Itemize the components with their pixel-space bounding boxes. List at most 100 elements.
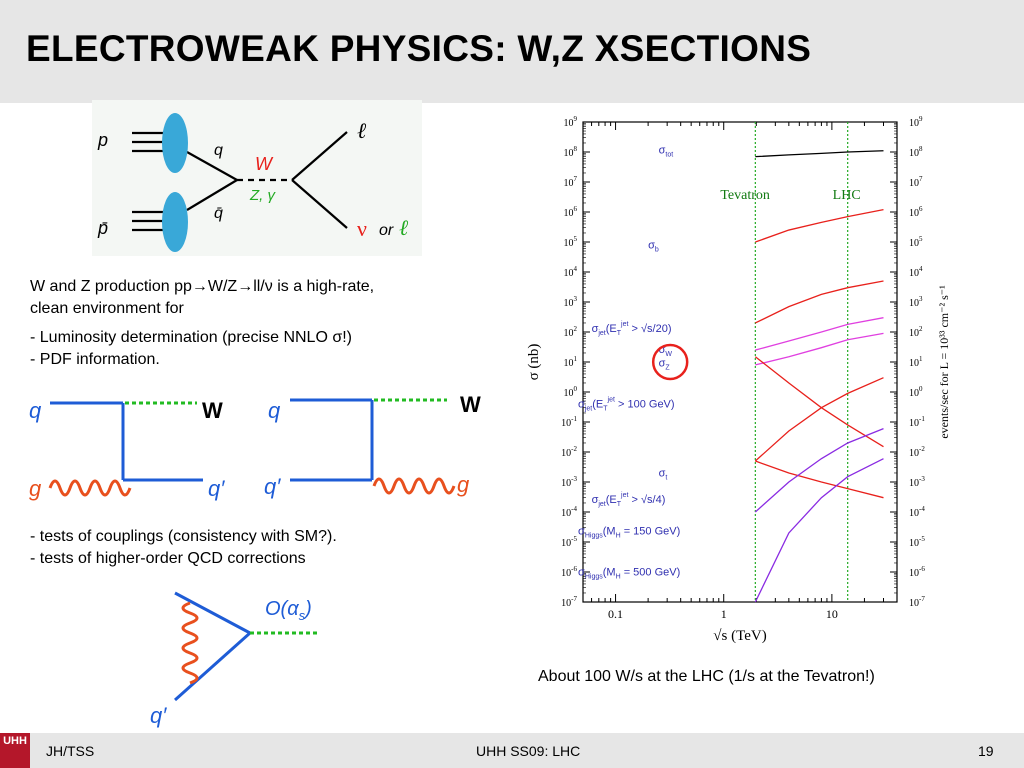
feynman-diagram-qg-1: q W g q′ xyxy=(29,398,225,501)
x-axis-label: √s (TeV) xyxy=(713,628,766,644)
series-label: σt xyxy=(659,468,668,482)
right-tick-label: 10-5 xyxy=(909,535,925,549)
series-line xyxy=(754,356,884,448)
gluon-line xyxy=(372,477,456,495)
label-O-alpha: O(αs) xyxy=(265,598,312,623)
series-label: σjet(ETjet > 100 GeV) xyxy=(578,397,675,413)
right-tick-label: 103 xyxy=(909,295,923,309)
y-tick-label: 10-2 xyxy=(561,445,577,459)
right-tick-label: 10-2 xyxy=(909,445,925,459)
series-line xyxy=(755,150,884,158)
y-tick-label: 10-6 xyxy=(561,565,577,579)
right-tick-label: 105 xyxy=(909,235,923,249)
label-qprime: q′ xyxy=(264,474,281,499)
feynman-diagram-drell-yan: p p̄ q q̄ W Z, γ ℓ ν or ℓ xyxy=(92,100,422,256)
page-number: 19 xyxy=(978,743,994,759)
y-axis-label: σ (nb) xyxy=(526,344,542,381)
y-tick-label: 105 xyxy=(564,235,578,249)
header-bar: ELECTROWEAK PHYSICS: W,Z XSECTIONS xyxy=(0,0,1024,103)
y-tick-label: 103 xyxy=(564,295,578,309)
y-tick-label: 107 xyxy=(564,175,578,189)
label-q: q xyxy=(268,398,281,423)
series-label: σjet(ETjet > √s/20) xyxy=(592,321,672,337)
feynman-diagram-qg-2: q W g q′ xyxy=(264,392,481,499)
proton-blob xyxy=(162,113,188,173)
y-tick-label: 10-1 xyxy=(561,415,577,429)
y-tick-label: 102 xyxy=(564,325,578,339)
series-label: σHiggs(MH = 500 GeV) xyxy=(578,567,680,581)
y-tick-label: 109 xyxy=(564,115,578,129)
y-tick-label: 10-7 xyxy=(561,595,577,609)
series-label: σZ xyxy=(659,358,671,372)
label-W: W xyxy=(460,392,481,417)
label-q: q xyxy=(214,142,223,159)
right-tick-label: 109 xyxy=(909,115,923,129)
tevatron-label: Tevatron xyxy=(720,188,770,203)
x-tick-label: 1 xyxy=(721,607,727,621)
x-tick-label: 10 xyxy=(826,607,838,621)
label-pbar: p̄ xyxy=(97,218,108,238)
page-title: ELECTROWEAK PHYSICS: W,Z XSECTIONS xyxy=(26,28,812,69)
series-line xyxy=(754,428,884,513)
series-label: σjet(ETjet > √s/4) xyxy=(592,492,666,508)
label-qprime: q′ xyxy=(208,476,225,501)
right-tick-label: 102 xyxy=(909,325,923,339)
series-label: σHiggs(MH = 150 GeV) xyxy=(578,525,680,539)
right-tick-label: 10-7 xyxy=(909,595,925,609)
label-p: p xyxy=(97,130,108,150)
y-tick-label: 101 xyxy=(564,355,578,369)
paragraph-intro-line2: clean environment for xyxy=(30,300,184,317)
right-tick-label: 100 xyxy=(909,385,923,399)
label-q: q xyxy=(29,398,42,423)
y-tick-label: 10-4 xyxy=(561,505,577,519)
bullet-pdf: - PDF information. xyxy=(30,351,160,368)
y-tick-label: 100 xyxy=(564,385,578,399)
series-line xyxy=(754,377,884,462)
series-line xyxy=(755,332,884,366)
label-g: g xyxy=(457,472,470,497)
footer-course: UHH SS09: LHC xyxy=(476,743,581,759)
gluon-loop xyxy=(181,601,199,685)
paragraph-intro-line1: W and Z production pp→W/Z→ll/ν is a high… xyxy=(30,278,375,295)
y-tick-label: 10-5 xyxy=(561,535,577,549)
y-tick-label: 104 xyxy=(564,265,578,279)
right-tick-label: 108 xyxy=(909,145,923,159)
series-line xyxy=(755,317,884,351)
right-tick-label: 10-3 xyxy=(909,475,925,489)
gluon-line xyxy=(48,479,132,497)
highlight-circle xyxy=(651,343,689,381)
label-W: W xyxy=(255,154,274,174)
label-nu: ν xyxy=(357,216,367,241)
series-line xyxy=(755,280,884,324)
footer-author: JH/TSS xyxy=(46,743,95,759)
right-tick-label: 104 xyxy=(909,265,923,279)
diagram-background xyxy=(92,100,422,256)
x-tick-label: 0.1 xyxy=(608,607,623,621)
y-tick-label: 106 xyxy=(564,205,578,219)
right-tick-label: 10-4 xyxy=(909,505,925,519)
label-or: or xyxy=(379,222,394,239)
antiproton-blob xyxy=(162,192,188,252)
y-tick-label: 10-3 xyxy=(561,475,577,489)
uhh-logo: UHH xyxy=(0,733,30,768)
right-tick-label: 10-1 xyxy=(909,415,925,429)
lhc-label: LHC xyxy=(833,188,861,203)
chart-caption: About 100 W/s at the LHC (1/s at the Tev… xyxy=(538,668,875,685)
label-g: g xyxy=(29,476,42,501)
right-axis-label: events/sec for L = 10³³ cm⁻² s⁻¹ xyxy=(937,285,951,439)
bullet-qcd: - tests of higher-order QCD corrections xyxy=(30,550,306,567)
label-qprime: q′ xyxy=(150,703,167,728)
series-label: σtot xyxy=(659,144,674,158)
right-tick-label: 10-6 xyxy=(909,565,925,579)
label-W: W xyxy=(202,398,223,423)
label-Z-gamma: Z, γ xyxy=(249,187,276,204)
right-tick-label: 106 xyxy=(909,205,923,219)
footer-bar: JH/TSS UHH SS09: LHC 19 xyxy=(0,733,1024,768)
series-label: σb xyxy=(648,240,659,254)
cross-section-chart: 10910810710610510410310210110010-110-210… xyxy=(526,115,951,644)
label-lepton-2: ℓ xyxy=(399,215,409,240)
bullet-luminosity: - Luminosity determination (precise NNLO… xyxy=(30,329,352,346)
right-tick-label: 101 xyxy=(909,355,923,369)
series-line xyxy=(755,460,884,499)
y-tick-label: 108 xyxy=(564,145,578,159)
